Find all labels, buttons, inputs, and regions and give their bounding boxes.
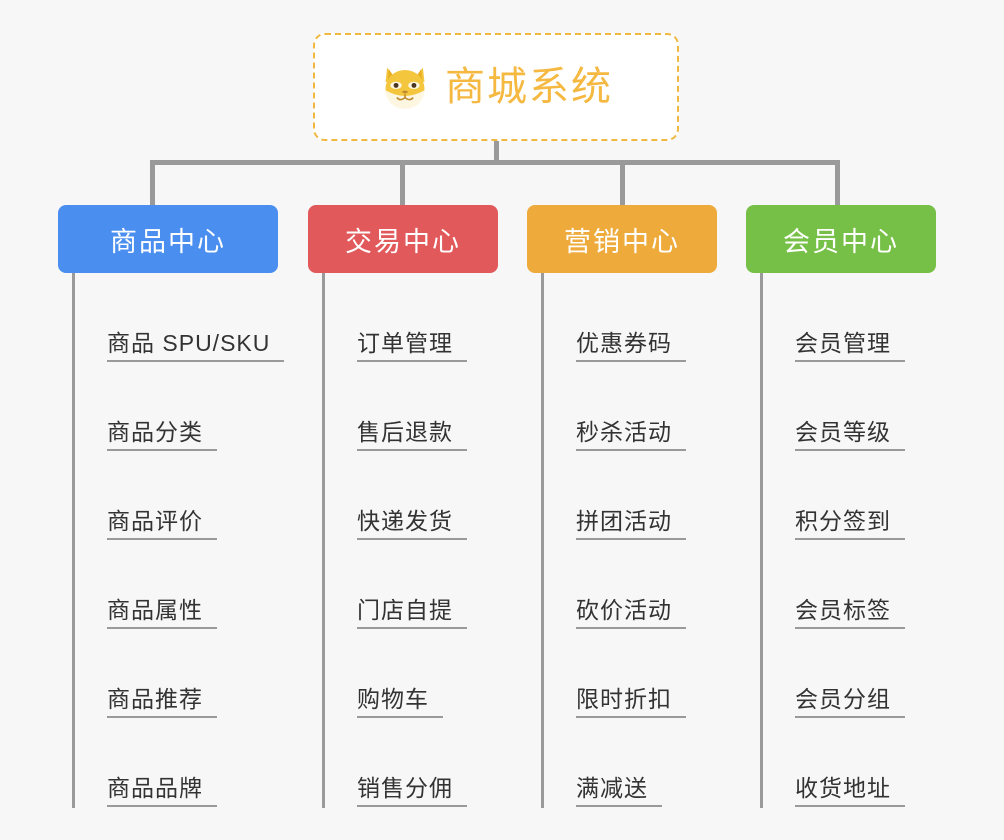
connector-drop-marketing-center bbox=[620, 160, 625, 205]
category-label: 商品中心 bbox=[110, 226, 226, 257]
leaf-label: 限时折扣 bbox=[576, 686, 686, 718]
connector-drop-product-center bbox=[150, 160, 155, 205]
category-label: 营销中心 bbox=[564, 226, 680, 257]
leaf-label: 商品推荐 bbox=[107, 686, 217, 718]
leaf-label: 销售分佣 bbox=[357, 775, 467, 807]
category-header-product-center[interactable]: 商品中心 bbox=[58, 205, 278, 273]
column-marketing-center: 营销中心 优惠券码 秒杀活动 拼团活动 砍价活动 限时折扣 满减送 bbox=[527, 205, 747, 808]
list-item[interactable]: 售后退款 bbox=[325, 363, 528, 452]
list-item[interactable]: 满减送 bbox=[544, 719, 747, 808]
list-item[interactable]: 会员分组 bbox=[763, 630, 966, 719]
leaf-list-marketing-center: 优惠券码 秒杀活动 拼团活动 砍价活动 限时折扣 满减送 bbox=[541, 273, 747, 808]
list-item[interactable]: 限时折扣 bbox=[544, 630, 747, 719]
list-item[interactable]: 商品评价 bbox=[75, 452, 278, 541]
category-label: 交易中心 bbox=[345, 226, 461, 257]
list-item[interactable]: 会员标签 bbox=[763, 541, 966, 630]
list-item[interactable]: 优惠券码 bbox=[544, 273, 747, 363]
list-item[interactable]: 会员等级 bbox=[763, 363, 966, 452]
list-item[interactable]: 商品品牌 bbox=[75, 719, 278, 808]
leaf-label: 会员分组 bbox=[795, 686, 905, 718]
list-item[interactable]: 砍价活动 bbox=[544, 541, 747, 630]
list-item[interactable]: 商品属性 bbox=[75, 541, 278, 630]
leaf-label: 优惠券码 bbox=[576, 330, 686, 362]
list-item[interactable]: 订单管理 bbox=[325, 273, 528, 363]
leaf-list-member-center: 会员管理 会员等级 积分签到 会员标签 会员分组 收货地址 bbox=[760, 273, 966, 808]
category-header-member-center[interactable]: 会员中心 bbox=[746, 205, 936, 273]
leaf-label: 商品分类 bbox=[107, 419, 217, 451]
leaf-label: 积分签到 bbox=[795, 508, 905, 540]
list-item[interactable]: 商品 SPU/SKU bbox=[75, 273, 285, 363]
list-item[interactable]: 快递发货 bbox=[325, 452, 528, 541]
connector-horizontal-bus bbox=[150, 160, 840, 165]
leaf-label: 拼团活动 bbox=[576, 508, 686, 540]
connector-root-stem bbox=[494, 141, 499, 163]
leaf-label: 会员等级 bbox=[795, 419, 905, 451]
category-header-trade-center[interactable]: 交易中心 bbox=[308, 205, 498, 273]
category-header-marketing-center[interactable]: 营销中心 bbox=[527, 205, 717, 273]
list-item[interactable]: 门店自提 bbox=[325, 541, 528, 630]
column-product-center: 商品中心 商品 SPU/SKU 商品分类 商品评价 商品属性 商品推荐 商品品牌 bbox=[58, 205, 285, 808]
leaf-label: 购物车 bbox=[357, 686, 443, 718]
leaf-label: 订单管理 bbox=[357, 330, 467, 362]
list-item[interactable]: 商品分类 bbox=[75, 363, 278, 452]
leaf-label: 砍价活动 bbox=[576, 597, 686, 629]
leaf-list-trade-center: 订单管理 售后退款 快递发货 门店自提 购物车 销售分佣 bbox=[322, 273, 528, 808]
root-node[interactable]: 商城系统 bbox=[313, 33, 679, 141]
shiba-dog-face-icon bbox=[385, 67, 425, 109]
leaf-label: 门店自提 bbox=[357, 597, 467, 629]
list-item[interactable]: 购物车 bbox=[325, 630, 528, 719]
leaf-label: 快递发货 bbox=[357, 508, 467, 540]
leaf-label: 商品属性 bbox=[107, 597, 217, 629]
list-item[interactable]: 积分签到 bbox=[763, 452, 966, 541]
connector-drop-member-center bbox=[835, 160, 840, 205]
leaf-label: 收货地址 bbox=[795, 775, 905, 807]
leaf-label: 满减送 bbox=[576, 775, 662, 807]
leaf-list-product-center: 商品 SPU/SKU 商品分类 商品评价 商品属性 商品推荐 商品品牌 bbox=[72, 273, 285, 808]
list-item[interactable]: 秒杀活动 bbox=[544, 363, 747, 452]
leaf-label: 商品品牌 bbox=[107, 775, 217, 807]
leaf-label: 商品 SPU/SKU bbox=[107, 330, 285, 362]
list-item[interactable]: 销售分佣 bbox=[325, 719, 528, 808]
list-item[interactable]: 商品推荐 bbox=[75, 630, 278, 719]
leaf-label: 会员标签 bbox=[795, 597, 905, 629]
leaf-label: 商品评价 bbox=[107, 508, 217, 540]
leaf-label: 会员管理 bbox=[795, 330, 905, 362]
list-item[interactable]: 会员管理 bbox=[763, 273, 966, 363]
column-trade-center: 交易中心 订单管理 售后退款 快递发货 门店自提 购物车 销售分佣 bbox=[308, 205, 528, 808]
leaf-label: 售后退款 bbox=[357, 419, 467, 451]
connector-drop-trade-center bbox=[400, 160, 405, 205]
column-member-center: 会员中心 会员管理 会员等级 积分签到 会员标签 会员分组 收货地址 bbox=[746, 205, 966, 808]
list-item[interactable]: 拼团活动 bbox=[544, 452, 747, 541]
list-item[interactable]: 收货地址 bbox=[763, 719, 966, 808]
leaf-label: 秒杀活动 bbox=[576, 419, 686, 451]
category-label: 会员中心 bbox=[783, 226, 899, 257]
root-title: 商城系统 bbox=[445, 65, 613, 109]
